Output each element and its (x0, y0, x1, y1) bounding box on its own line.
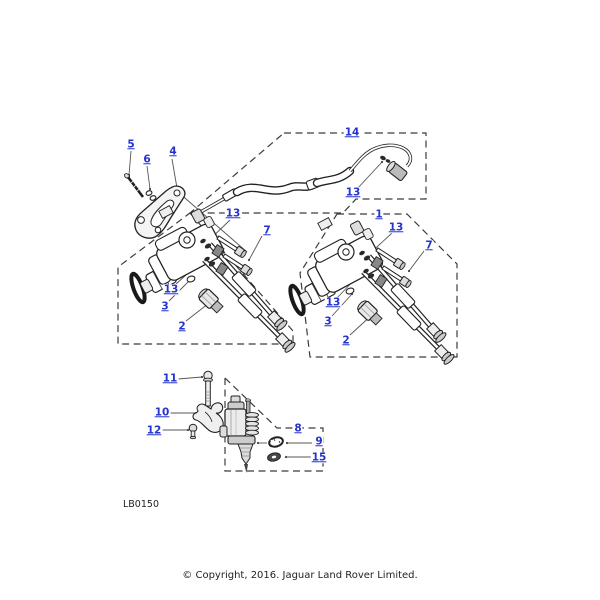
dashed-box-rail-right (299, 213, 458, 358)
callout-15-21[interactable]: 15 (310, 451, 328, 464)
callout-13-11[interactable]: 13 (387, 221, 405, 234)
callout-10-17[interactable]: 10 (153, 406, 171, 419)
washers (145, 190, 157, 201)
callout-13-4[interactable]: 13 (344, 186, 362, 199)
fuel-pipe-assembly (198, 143, 413, 215)
callout-13-7[interactable]: 13 (162, 283, 180, 296)
callout-8-19[interactable]: 8 (293, 422, 303, 435)
callout-3-8[interactable]: 3 (160, 300, 170, 313)
callout-4-2[interactable]: 4 (168, 145, 178, 158)
callout-6-1[interactable]: 6 (142, 153, 152, 166)
callout-12-18[interactable]: 12 (145, 424, 163, 437)
sealing-washer (267, 452, 281, 462)
snap-ring (268, 436, 284, 448)
callout-11-16[interactable]: 11 (161, 372, 179, 385)
callout-2-9[interactable]: 2 (177, 320, 187, 333)
callout-1-10[interactable]: 1 (374, 208, 384, 221)
clamp-bolt (202, 370, 213, 407)
dashed-box-rail-left (117, 212, 294, 345)
callout-2-15[interactable]: 2 (341, 334, 351, 347)
callout-9-20[interactable]: 9 (314, 435, 324, 448)
fuel-injector (219, 395, 259, 473)
screw (123, 173, 145, 198)
callout-13-5[interactable]: 13 (224, 207, 242, 220)
blanking-plug (188, 423, 198, 440)
callout-14-3[interactable]: 14 (343, 126, 361, 139)
copyright-text: © Copyright, 2016. Jaguar Land Rover Lim… (182, 570, 418, 581)
dashed-box-injector (224, 376, 324, 472)
callout-7-12[interactable]: 7 (424, 239, 434, 252)
callout-5-0[interactable]: 5 (126, 138, 136, 151)
injector-clamp (192, 402, 224, 433)
callout-13-13[interactable]: 13 (324, 296, 342, 309)
callout-7-6[interactable]: 7 (262, 224, 272, 237)
callout-3-14[interactable]: 3 (323, 315, 333, 328)
drawing-code: LB0150 (123, 499, 159, 510)
